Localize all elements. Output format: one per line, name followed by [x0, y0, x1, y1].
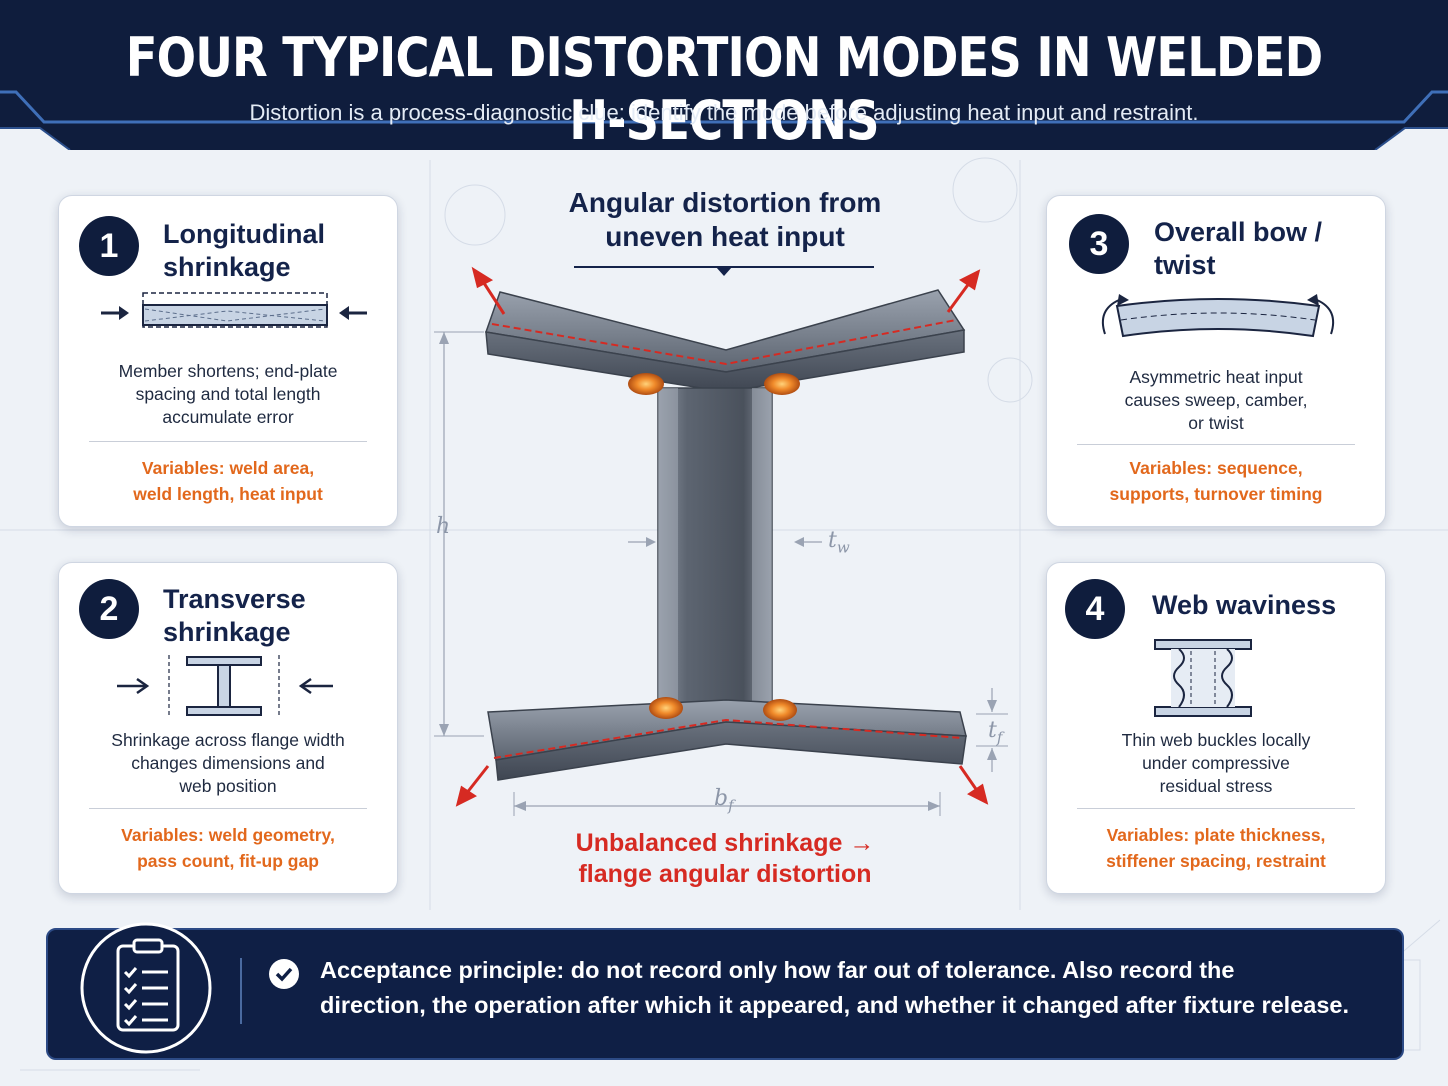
page-subtitle: Distortion is a process-diagnostic clue:…	[249, 100, 1199, 125]
unbalanced-shrinkage-label: Unbalanced shrinkage → flange angular di…	[575, 829, 875, 888]
checkmark-circle-icon	[269, 959, 299, 989]
acceptance-principle-banner	[46, 928, 1404, 1060]
mode-title: Web waviness	[1152, 590, 1337, 620]
mode-description: Shrinkage across flange width changes di…	[111, 730, 345, 796]
shortening-bar-icon	[101, 292, 367, 328]
card-divider	[89, 441, 367, 442]
page-title: FOUR TYPICAL DISTORTION MODES IN WELDED …	[125, 26, 1323, 152]
mode-variables: Variables: plate thickness, stiffener sp…	[1106, 825, 1326, 871]
clipboard-checklist-icon	[80, 922, 212, 1054]
label-underline-pointer	[574, 266, 874, 276]
banner-divider	[240, 958, 242, 1024]
mode-number-badge: 3	[1069, 214, 1129, 274]
mode-card-longitudinal-shrinkage: 1 Longitudinal shrinkage Member shortens…	[58, 195, 398, 527]
mode-number-badge: 1	[79, 216, 139, 276]
card-divider	[89, 808, 367, 809]
weld-bead	[628, 373, 664, 395]
weld-bead	[649, 697, 683, 719]
mode-title: Transverse shrinkage	[163, 584, 306, 647]
mode-variables: Variables: weld geometry, pass count, fi…	[121, 825, 335, 871]
dimension-label-tf: tf	[988, 718, 1003, 747]
header-banner	[0, 0, 1448, 150]
card-divider	[1077, 808, 1355, 809]
mode-description: Member shortens; end-plate spacing and t…	[118, 361, 338, 427]
card-divider	[1077, 444, 1355, 445]
mode-title: Overall bow / twist	[1154, 217, 1323, 280]
h-section-squeeze-icon	[117, 655, 333, 717]
h-section-illustration	[434, 266, 1008, 816]
mode-number-badge: 2	[79, 579, 139, 639]
mode-number-badge: 4	[1065, 579, 1125, 639]
mode-card-overall-bow-twist: 3 Overall bow / twist Asymmetric heat in…	[1046, 195, 1386, 527]
weld-bead	[764, 373, 800, 395]
dimension-label-tw: tw	[828, 528, 850, 557]
wavy-web-icon	[1154, 639, 1252, 717]
angular-distortion-label: Angular distortion from uneven heat inpu…	[568, 187, 882, 252]
distortion-arrow	[455, 266, 989, 807]
mode-variables: Variables: weld area, weld length, heat …	[133, 458, 323, 504]
acceptance-principle-text: Acceptance principle: do not record only…	[320, 957, 1350, 1018]
weld-bead	[763, 699, 797, 721]
mode-card-transverse-shrinkage: 2 Transverse shrinkage Shrinkage across …	[58, 562, 398, 894]
dimension-label-bf: bf	[714, 786, 734, 815]
mode-description: Thin web buckles locally under compressi…	[1121, 730, 1311, 796]
mode-description: Asymmetric heat input causes sweep, camb…	[1124, 367, 1308, 433]
mode-card-web-waviness: 4 Web waviness Thin web buckles locally …	[1046, 562, 1386, 894]
mode-title: Longitudinal shrinkage	[163, 219, 325, 282]
mode-variables: Variables: sequence, supports, turnover …	[1109, 458, 1323, 504]
dimension-label-h: h	[436, 514, 451, 539]
bowed-beam-icon	[1101, 294, 1335, 338]
